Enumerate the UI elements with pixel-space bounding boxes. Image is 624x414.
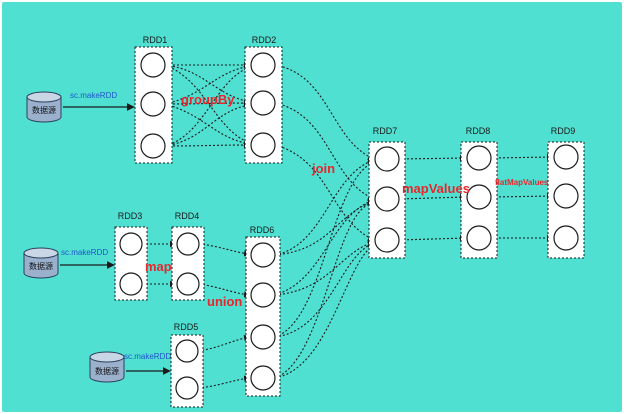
rdd9-box: RDD9	[547, 126, 585, 259]
partition-node	[119, 232, 143, 256]
join-edge	[274, 200, 375, 379]
partition-node	[466, 225, 492, 251]
partition-node	[175, 376, 199, 400]
rdd4-label: RDD4	[175, 211, 200, 221]
partition-node	[140, 91, 166, 117]
rdd3-box: RDD3	[114, 211, 148, 301]
operation-groupby-label: groupBy	[181, 92, 235, 107]
rdd8-box: RDD8	[460, 126, 498, 259]
partition-node	[466, 184, 492, 210]
sc-makerdd-label-2: sc.makeRDD	[61, 248, 108, 257]
partition-node	[119, 272, 143, 296]
partition-node	[140, 133, 166, 159]
partition-node	[250, 52, 276, 78]
database-icon	[89, 351, 125, 383]
rdd2-label: RDD2	[252, 35, 277, 45]
join-edge	[274, 144, 375, 241]
sc-makerdd-label-3: sc.makeRDD	[124, 352, 171, 361]
rdd1-box: RDD1	[134, 35, 173, 164]
operation-join-label: join	[311, 161, 335, 176]
partition-node	[374, 186, 400, 212]
partition-node	[553, 183, 579, 209]
data-source-3: 数据源	[89, 351, 125, 383]
rdd3-label: RDD3	[118, 211, 143, 221]
mapvalues-edge	[398, 154, 467, 162]
partition-node	[250, 365, 276, 391]
groupby-edge	[164, 65, 251, 147]
join-edge	[274, 158, 375, 256]
rdd7-label: RDD7	[373, 126, 398, 136]
rdd6-box: RDD6	[245, 225, 281, 397]
rdd5-box: RDD5	[170, 322, 204, 408]
operation-union-label: union	[207, 294, 242, 309]
data-source-label: 数据源	[29, 261, 53, 271]
partition-node	[250, 282, 276, 308]
groupby-edge	[164, 99, 251, 107]
groupby-edge	[164, 102, 251, 147]
partition-node	[374, 227, 400, 253]
rdd6-label: RDD6	[250, 225, 275, 235]
database-icon	[23, 247, 59, 279]
rdd2-box: RDD2	[244, 35, 283, 164]
rdd8-label: RDD8	[466, 126, 491, 136]
data-source-1: 数据源	[26, 91, 62, 123]
partition-node	[466, 145, 492, 171]
partition-node	[250, 90, 276, 116]
groupby-edge	[164, 103, 251, 147]
partition-node	[553, 225, 579, 251]
groupby-edge	[164, 64, 251, 105]
partition-node	[250, 242, 276, 268]
partition-node	[250, 132, 276, 158]
join-edge	[274, 64, 375, 160]
partition-node	[553, 144, 579, 170]
join-edge	[274, 161, 375, 338]
operation-flatmapvalues-label: flatMapValues	[495, 178, 549, 187]
rdd9-label: RDD9	[551, 126, 576, 136]
rdd5-label: RDD5	[174, 322, 199, 332]
partition-node	[374, 146, 400, 172]
mapvalues-edge	[398, 193, 467, 201]
rdd7-box: RDD7	[368, 126, 406, 259]
data-source-label: 数据源	[95, 366, 119, 376]
partition-node	[176, 232, 200, 256]
join-edge	[274, 199, 375, 256]
join-edge	[274, 240, 375, 296]
partition-node	[176, 272, 200, 296]
database-icon	[26, 91, 62, 123]
data-source-2: 数据源	[23, 247, 59, 279]
mapvalues-edge	[398, 234, 467, 242]
sc-makerdd-label-1: sc.makeRDD	[70, 91, 117, 100]
groupby-edge	[164, 64, 251, 145]
groupby-edge	[164, 141, 251, 149]
join-edge	[274, 244, 375, 379]
groupby-edge	[164, 63, 251, 105]
join-edge	[274, 102, 375, 200]
partition-node	[140, 52, 166, 78]
partition-node	[175, 339, 199, 363]
operation-mapvalues-label: mapValues	[402, 181, 470, 196]
rdd4-box: RDD4	[171, 211, 205, 301]
data-source-label: 数据源	[32, 105, 56, 115]
rdd1-label: RDD1	[143, 35, 168, 45]
operation-map-label: map	[145, 259, 172, 274]
join-edge	[274, 198, 375, 296]
partition-node	[250, 324, 276, 350]
